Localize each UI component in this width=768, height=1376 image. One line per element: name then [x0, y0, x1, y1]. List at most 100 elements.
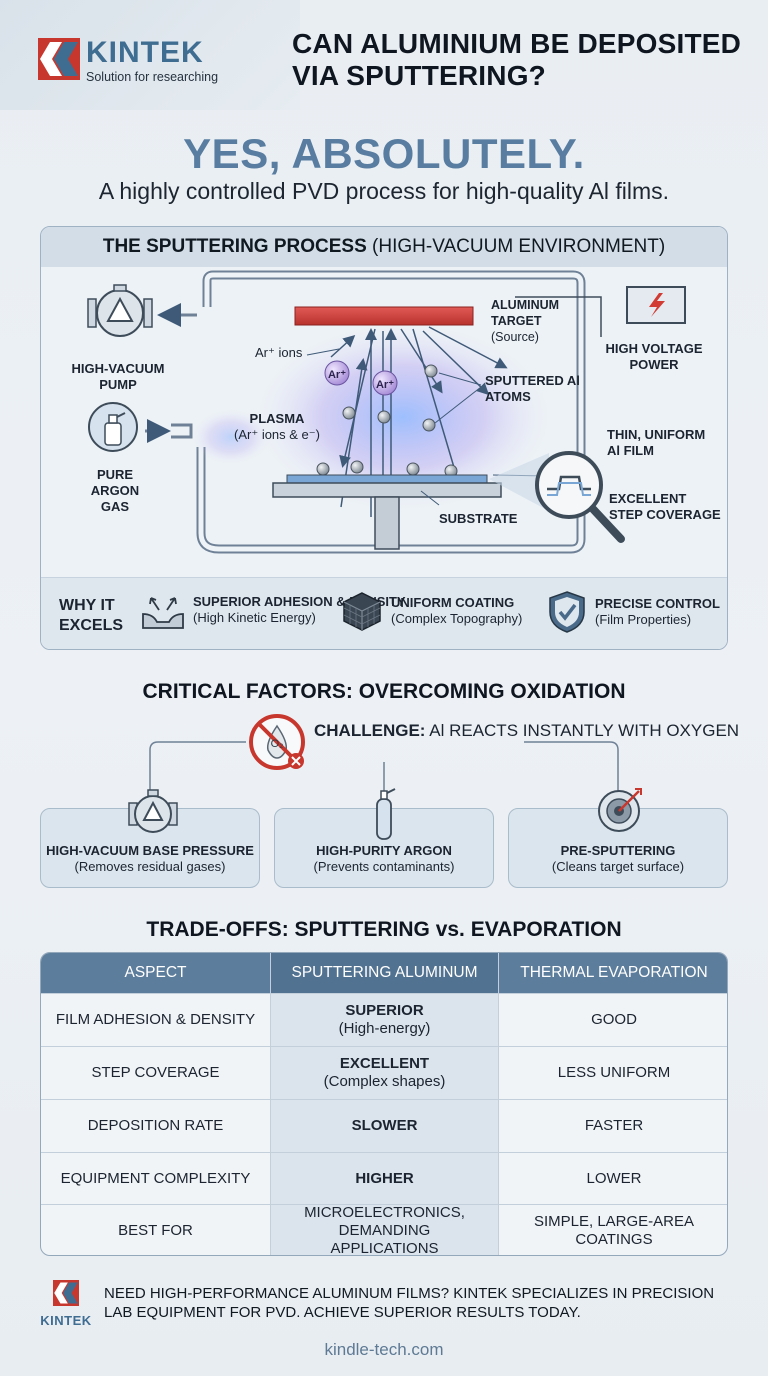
target-label-text: ALUMINUM TARGET [491, 298, 560, 328]
process-panel-title: THE SPUTTERING PROCESS (HIGH-VACUUM ENVI… [41, 227, 727, 267]
why-item-sub: (High Kinetic Energy) [193, 610, 316, 625]
factor-base-pressure: HIGH-VACUUM BASE PRESSURE (Removes resid… [40, 789, 260, 888]
header: KINTEK Solution for researching CAN ALUM… [0, 0, 768, 110]
plasma-label-text: PLASMA [249, 411, 305, 426]
sputtered-atoms-label: SPUTTERED Al ATOMS [485, 373, 580, 404]
cell-main: EXCELLENT [339, 1055, 430, 1072]
table-cell-sputtering: SUPERIOR(High-energy) [270, 994, 499, 1046]
table-row: DEPOSITION RATE SLOWER FASTER [41, 1099, 727, 1152]
footer-brand-name: KINTEK [40, 1313, 92, 1328]
cell-main: HIGHER [355, 1169, 414, 1187]
critical-connector-lines [149, 714, 619, 808]
film-label: THIN, UNIFORM Al FILM [607, 427, 706, 458]
factor-sub: (Prevents contaminants) [313, 859, 455, 874]
table-header-cell: THERMAL EVAPORATION [520, 964, 708, 981]
shield-check-icon [549, 591, 585, 633]
factor-pre-sputtering: PRE-SPUTTERING (Cleans target surface) [508, 788, 728, 888]
why-item-title: PRECISE CONTROL [595, 596, 720, 611]
o2-glyph: O₂ [270, 738, 284, 750]
plasma-label: PLASMA (Ar⁺ ions & e⁻) [227, 411, 327, 443]
cell-main: SUPERIOR [345, 1002, 424, 1019]
why-item-title: UNIFORM COATING [391, 595, 515, 610]
table-cell-sputtering: MICROELECTRONICS, DEMANDING APPLICATIONS [270, 1204, 499, 1255]
cell-main: SLOWER [351, 1117, 418, 1134]
sputtering-diagram: HIGH-VACUUM PUMP PURE ARGON GAS ALUMINUM… [41, 267, 727, 577]
brand-tagline: Solution for researching [86, 70, 219, 84]
target-label-sub: (Source) [491, 330, 539, 344]
target-label: ALUMINUM TARGET (Source) [491, 297, 581, 345]
page-title: CAN ALUMINIUM BE DEPOSITED VIA SPUTTERIN… [292, 28, 742, 91]
ion-glyph-1: Ar⁺ [327, 369, 347, 381]
why-item-sub: (Film Properties) [595, 612, 692, 627]
sputtering-chamber-illustration [87, 270, 686, 554]
vacuum-pump-icon [87, 284, 153, 337]
table-cell-aspect: EQUIPMENT COMPLEXITY [60, 1169, 251, 1187]
process-title-rest: (HIGH-VACUUM ENVIRONMENT) [366, 236, 666, 257]
step-coverage-label: EXCELLENT STEP COVERAGE [609, 491, 721, 522]
process-title-bold: THE SPUTTERING PROCESS [102, 236, 367, 257]
cell-sub: (High-energy) [338, 1020, 431, 1037]
table-cell-evaporation: SIMPLE, LARGE-AREA COATINGS [533, 1213, 695, 1248]
cell-sub: (Complex shapes) [323, 1073, 446, 1090]
plasma-label-sub: (Ar⁺ ions & e⁻) [234, 427, 320, 442]
factor-title: HIGH-VACUUM BASE PRESSURE [46, 843, 254, 858]
table-cell-aspect: FILM ADHESION & DENSITY [55, 1011, 256, 1028]
footer-cta-text: NEED HIGH-PERFORMANCE ALUMINUM FILMS? KI… [104, 1285, 715, 1321]
table-header-cell: ASPECT [124, 964, 187, 981]
no-oxygen-icon [249, 714, 305, 770]
footer-url-link[interactable]: kindle-tech.com [324, 1340, 444, 1359]
factor-title: HIGH-PURITY ARGON [316, 843, 452, 858]
pump-label: HIGH-VACUUM PUMP [71, 361, 165, 392]
table-cell-evaporation: LESS UNIFORM [557, 1064, 671, 1081]
factor-argon-purity: HIGH-PURITY ARGON (Prevents contaminants… [274, 788, 494, 888]
ar-ions-label: Ar⁺ ions [255, 345, 302, 361]
table-row: STEP COVERAGE EXCELLENT(Complex shapes) … [41, 1046, 727, 1099]
adhesion-icon [142, 597, 184, 629]
vacuum-pump-icon [128, 789, 178, 833]
argon-bottle-icon [88, 402, 138, 452]
footer-logo: KINTEK [38, 1280, 94, 1328]
brand-logo: KINTEK Solution for researching [38, 38, 218, 84]
kintek-logo-icon [53, 1280, 79, 1306]
table-cell-aspect: BEST FOR [118, 1222, 193, 1239]
brand-name: KINTEK [86, 36, 204, 69]
why-it-excels-bar: WHY IT EXCELS SUPERIOR ADHESION & DENSIT… [41, 577, 727, 649]
challenge-body: Al REACTS INSTANTLY WITH OXYGEN [425, 721, 740, 740]
critical-factors-title: CRITICAL FACTORS: OVERCOMING OXIDATION [142, 680, 626, 703]
table-cell-sputtering: HIGHER [270, 1153, 499, 1204]
substrate-label: SUBSTRATE [439, 511, 518, 526]
table-cell-evaporation: FASTER [584, 1117, 644, 1134]
table-cell-aspect: DEPOSITION RATE [87, 1117, 224, 1134]
challenge-label: CHALLENGE: [314, 721, 426, 740]
table-row: BEST FOR MICROELECTRONICS, DEMANDING APP… [41, 1204, 727, 1255]
ar-ions-text: Ar⁺ ions [255, 345, 303, 360]
table-cell-sputtering: SLOWER [270, 1100, 499, 1152]
challenge-text: CHALLENGE: Al REACTS INSTANTLY WITH OXYG… [314, 720, 739, 741]
table-cell-aspect: STEP COVERAGE [91, 1064, 220, 1081]
gas-cylinder-icon [376, 788, 396, 840]
power-label: HIGH VOLTAGE POWER [605, 341, 703, 372]
table-row: EQUIPMENT COMPLEXITY HIGHER LOWER [41, 1152, 727, 1204]
factor-sub: (Removes residual gases) [74, 859, 226, 874]
subheadline: A highly controlled PVD process for high… [98, 178, 670, 204]
table-header-row: ASPECT SPUTTERING ALUMINUM THERMAL EVAPO… [41, 953, 727, 993]
table-cell-evaporation: GOOD [591, 1011, 637, 1028]
why-item-sub: (Complex Topography) [391, 611, 523, 626]
factor-sub: (Cleans target surface) [551, 859, 685, 874]
ion-glyph-2: Ar⁺ [375, 379, 395, 391]
why-title: WHY IT EXCELS [59, 597, 124, 634]
table-row: FILM ADHESION & DENSITY SUPERIOR(High-en… [41, 993, 727, 1046]
why-item-control: PRECISE CONTROL(Film Properties) [547, 590, 720, 634]
table-header-cell: SPUTTERING ALUMINUM [270, 953, 499, 993]
target-icon [598, 788, 642, 832]
headline: YES, ABSOLUTELY. [183, 130, 585, 177]
table-cell-evaporation: LOWER [586, 1169, 642, 1187]
factor-title: PRE-SPUTTERING [560, 843, 676, 858]
cube-icon [343, 592, 381, 631]
tradeoffs-title: TRADE-OFFS: SPUTTERING vs. EVAPORATION [146, 918, 622, 941]
table-cell-sputtering: EXCELLENT(Complex shapes) [270, 1047, 499, 1099]
tradeoffs-table: ASPECT SPUTTERING ALUMINUM THERMAL EVAPO… [40, 952, 728, 1256]
why-item-uniform: UNIFORM COATING(Complex Topography) [341, 590, 522, 632]
sputtering-process-panel: THE SPUTTERING PROCESS (HIGH-VACUUM ENVI… [40, 226, 728, 650]
magnifier-icon [535, 451, 625, 543]
